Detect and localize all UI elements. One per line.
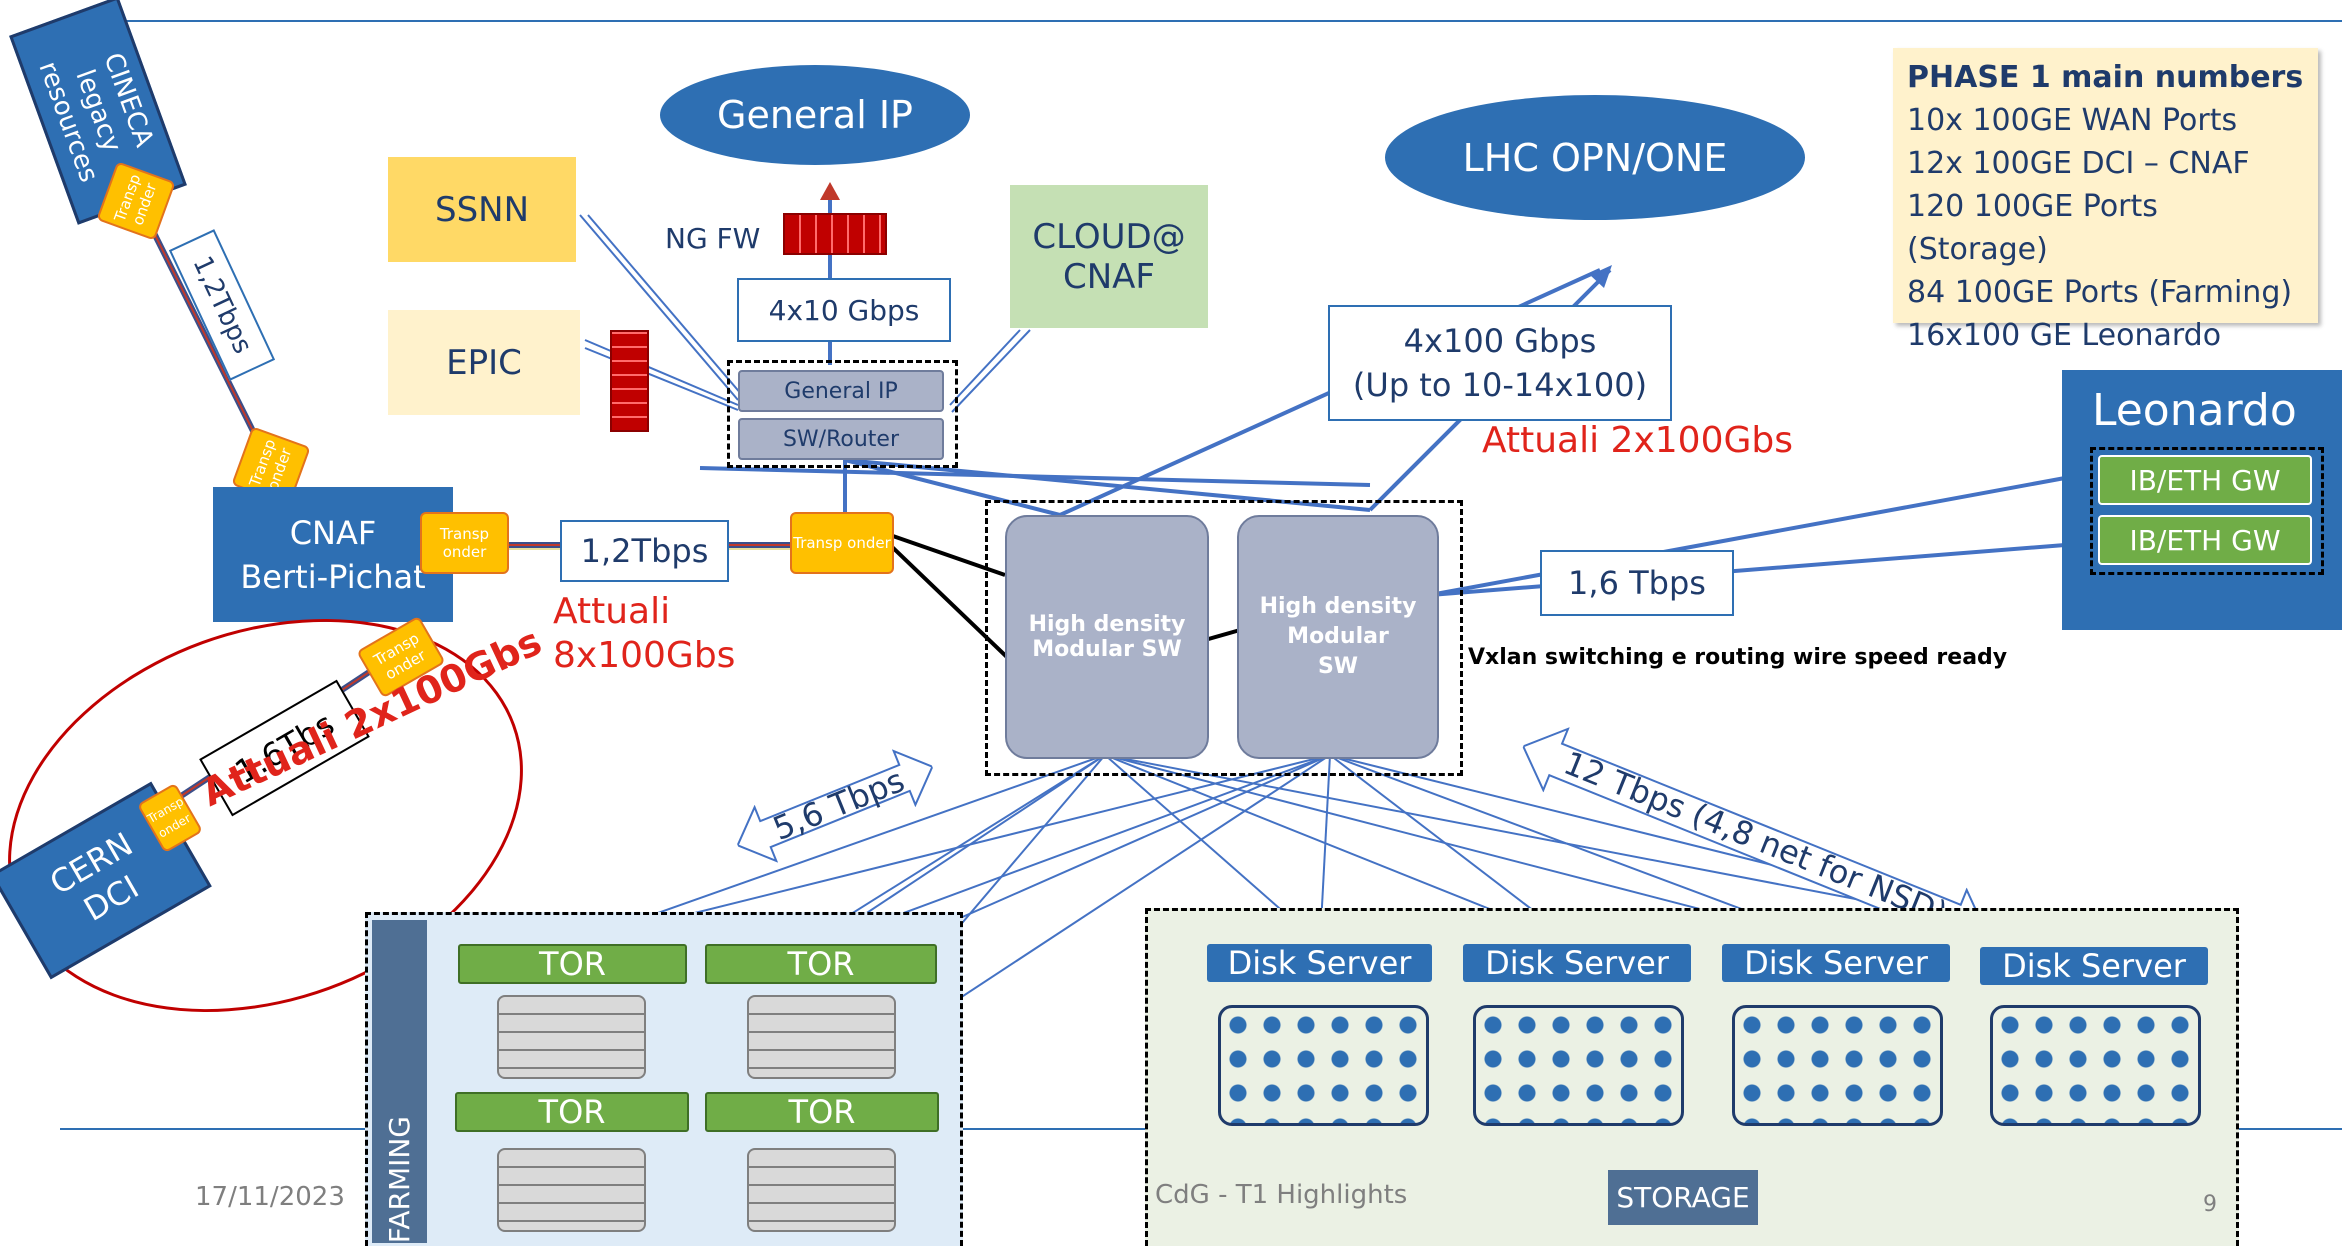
disk-server: Disk Server [1463,944,1691,982]
router-sw-router: SW/Router [738,418,944,460]
double-arrow-icon [736,749,934,863]
top-rule [95,20,2342,22]
firewall-icon [783,213,887,255]
core-transponder: Transp onder [790,512,894,574]
cnaf-transponder: Transp onder [420,512,509,574]
link-cnaf-core: 1,2Tbps [560,520,729,582]
phase-1-panel: PHASE 1 main numbers 10x 100GE WAN Ports… [1893,48,2318,353]
storage-label: STORAGE [1616,1181,1750,1214]
tor-switch: TOR [705,1092,939,1132]
link-leonardo: 1,6 Tbps [1540,550,1734,616]
cnaf-node: CNAF Berti-Pichat [213,487,453,622]
server-rack-icon [497,1148,646,1232]
phase-1-item: 10x 100GE WAN Ports [1907,103,2238,138]
disk-server: Disk Server [1207,944,1432,982]
lhc-cloud: LHC OPN/ONE [1385,95,1805,220]
farming-arrow: 5,6 Tbps [726,738,944,874]
general-ip-cloud: General IP [660,65,970,165]
phase-1-item: 120 100GE Ports (Storage) [1907,189,2158,267]
tor-switch: TOR [455,1092,689,1132]
storage-label-box: STORAGE [1608,1170,1758,1225]
cloud-cnaf-node: CLOUD@ CNAF [1010,185,1208,328]
phase-1-title: PHASE 1 main numbers [1907,60,2304,95]
link-lhc: 4x100 Gbps (Up to 10-14x100) [1328,305,1672,421]
phase-1-item: 84 100GE Ports (Farming) [1907,275,2293,310]
core-group [985,500,1463,776]
disk-server: Disk Server [1722,944,1950,982]
server-rack-icon [497,995,646,1079]
tor-switch: TOR [705,944,937,984]
leonardo-gw-1: IB/ETH GW [2098,455,2312,505]
link-general-ip: 4x10 Gbps [737,278,951,342]
core-switch-right: High density Modular SW [1237,515,1439,759]
router-general-ip: General IP [738,370,944,412]
footer-page: 9 [2203,1192,2217,1217]
ssnn-node: SSNN [388,157,576,262]
attuali-cnaf: Attuali 8x100Gbs [553,591,736,676]
farming-bar: FARMING [372,920,427,1243]
server-rack-icon [747,995,896,1079]
router-group [727,360,958,468]
core-switch-left: High density Modular SW [1005,515,1209,759]
tor-switch: TOR [458,944,687,984]
leonardo-gw-group [2090,447,2324,575]
ngfw-label: NG FW [665,222,761,255]
epic-firewall-icon [610,330,649,432]
leonardo-title: Leonardo [2092,385,2297,436]
footer-title: CdG - T1 Highlights [1155,1180,1408,1210]
vxlan-note: Vxlan switching e routing wire speed rea… [1468,645,2008,670]
disk-array-icon [1218,1005,1429,1126]
disk-array-icon [1732,1005,1943,1126]
disk-array-icon [1990,1005,2201,1126]
phase-1-item: 16x100 GE Leonardo [1907,318,2222,353]
disk-server: Disk Server [1980,947,2208,985]
epic-node: EPIC [388,310,580,415]
farming-label: FARMING [383,1115,416,1243]
footer-date: 17/11/2023 [195,1182,345,1212]
leonardo-gw-2: IB/ETH GW [2098,515,2312,565]
server-rack-icon [747,1148,896,1232]
attuali-lhc: Attuali 2x100Gbs [1482,420,1793,461]
phase-1-item: 12x 100GE DCI – CNAF [1907,146,2250,181]
disk-array-icon [1473,1005,1684,1126]
